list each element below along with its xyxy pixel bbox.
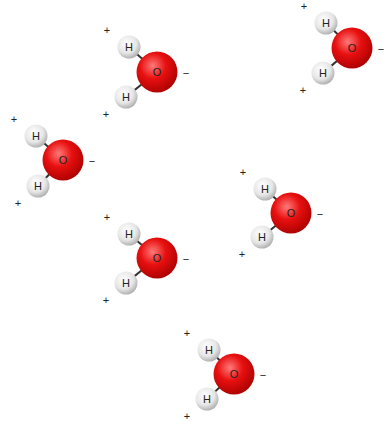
atom-symbol: H xyxy=(122,92,130,103)
oxygen-atom: O xyxy=(270,192,312,234)
charge-sign: + xyxy=(11,114,17,125)
atom-sphere xyxy=(254,178,277,201)
atom-sphere xyxy=(115,272,138,295)
hydrogen-atom: H xyxy=(24,124,48,148)
hydrogen-atom: H xyxy=(114,271,138,295)
atom-sphere xyxy=(312,62,335,85)
hydrogen-atom: H xyxy=(117,35,141,59)
atom-symbol: H xyxy=(122,278,130,289)
hydrogen-atom: H xyxy=(314,11,338,35)
charge-sign: + xyxy=(104,212,110,223)
atom-sphere xyxy=(25,125,48,148)
atom-symbol: H xyxy=(32,131,40,142)
atom-sphere xyxy=(251,226,274,249)
atom-sphere xyxy=(271,193,312,234)
charge-sign: − xyxy=(260,370,266,381)
hydrogen-atom: H xyxy=(114,85,138,109)
hydrogen-atom: H xyxy=(253,177,277,201)
atom-symbol: O xyxy=(230,369,239,380)
charge-sign: − xyxy=(183,254,189,265)
atom-sphere xyxy=(115,86,138,109)
charge-sign: + xyxy=(184,411,190,422)
charge-sign: + xyxy=(103,295,109,306)
atom-symbol: O xyxy=(153,67,162,78)
charge-sign: + xyxy=(103,109,109,120)
charge-sign: + xyxy=(184,328,190,339)
charge-sign: − xyxy=(378,44,384,55)
oxygen-atom: O xyxy=(213,353,255,395)
hydrogen-atom: H xyxy=(26,174,50,198)
oxygen-atom: O xyxy=(42,139,84,181)
atom-sphere xyxy=(332,28,373,69)
atom-sphere xyxy=(27,175,50,198)
atom-symbol: H xyxy=(125,42,133,53)
charge-sign: − xyxy=(89,156,95,167)
atom-symbol: H xyxy=(261,184,269,195)
atom-symbol: H xyxy=(203,394,211,405)
hydrogen-atom: H xyxy=(195,387,219,411)
atom-symbol: O xyxy=(287,208,296,219)
atom-sphere xyxy=(214,354,255,395)
atom-symbol: O xyxy=(348,43,357,54)
atom-sphere xyxy=(43,140,84,181)
charge-sign: − xyxy=(183,68,189,79)
atom-sphere xyxy=(137,52,178,93)
charge-sign: + xyxy=(15,198,21,209)
atom-sphere xyxy=(315,12,338,35)
charge-sign: + xyxy=(239,249,245,260)
hydrogen-atom: H xyxy=(311,61,335,85)
atom-symbol: H xyxy=(319,68,327,79)
charge-sign: + xyxy=(300,85,306,96)
atom-symbol: H xyxy=(258,232,266,243)
atom-symbol: O xyxy=(153,253,162,264)
oxygen-atom: O xyxy=(331,27,373,69)
hydrogen-atom: H xyxy=(250,225,274,249)
oxygen-atom: O xyxy=(136,51,178,93)
atom-sphere xyxy=(198,339,221,362)
atom-symbol: H xyxy=(34,181,42,192)
charge-sign: − xyxy=(317,209,323,220)
atom-sphere xyxy=(196,388,219,411)
atom-symbol: O xyxy=(59,155,68,166)
atom-symbol: H xyxy=(322,18,330,29)
atom-symbol: H xyxy=(125,229,133,240)
charge-sign: + xyxy=(240,167,246,178)
atom-sphere xyxy=(137,238,178,279)
charge-sign: + xyxy=(104,25,110,36)
atom-sphere xyxy=(118,223,141,246)
atom-sphere xyxy=(118,36,141,59)
atom-symbol: H xyxy=(205,345,213,356)
hydrogen-atom: H xyxy=(117,222,141,246)
hydrogen-atom: H xyxy=(197,338,221,362)
oxygen-atom: O xyxy=(136,237,178,279)
charge-sign: + xyxy=(301,1,307,12)
